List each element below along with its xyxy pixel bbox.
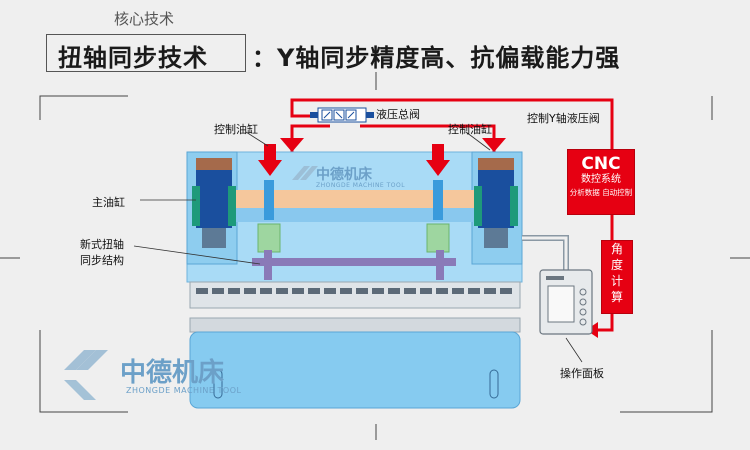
angle-char-3: 计 [610,274,623,288]
angle-char-1: 角 [610,242,623,256]
frame-corners [0,72,750,440]
angle-calculation-box: 角 度 计 算 [601,240,633,314]
main-cylinder-right [474,158,518,248]
lower-table [189,331,521,409]
brand-en-center: ZHONGDE MACHINE TOOL [316,182,406,189]
label-hydraulic-valve: 液压总阀 [376,108,420,121]
cnc-title: CNC [581,154,621,174]
brand-name-center: 中德机床 [316,167,372,183]
cnc-features: 分析数据 自动控制 [568,187,634,199]
control-cylinder-arrows [258,144,450,176]
tooling-rail [189,281,521,333]
cnc-feature-1: 分析数据 [569,188,600,197]
signal-pipe [522,235,569,272]
title-rest: ：Y轴同步精度高、抗偏载能力强 [252,44,621,72]
arrow-down-right [482,138,506,152]
label-control-cylinder-right: 控制油缸 [448,123,492,136]
label-main-cylinder: 主油缸 [92,196,125,209]
torsion-sync-structure [252,250,456,280]
label-torsion-sync-line1: 新式扭轴 [80,238,124,251]
operation-panel-device [539,269,593,335]
label-operation-panel: 操作面板 [560,367,604,380]
label-control-cylinder-left: 控制油缸 [214,123,258,136]
control-rods [257,180,450,253]
main-cylinder-left [192,158,236,248]
hydraulic-valve-block [310,107,374,123]
arrow-down-left [280,138,304,152]
section-tag: 核心技术 [106,8,183,29]
cnc-subtitle: 数控系统 [581,174,621,185]
angle-char-2: 度 [610,258,623,272]
cnc-feature-2: 自动控制 [602,188,633,197]
cnc-box: CNC 数控系统 分析数据 自动控制 [568,150,634,214]
brand-name-watermark: 中德机床 [120,358,225,388]
title-main: 扭轴同步技术 [58,44,208,72]
label-torsion-sync-line2: 同步结构 [80,254,124,267]
title-box [46,34,246,72]
angle-char-4: 算 [610,290,623,304]
brand-en-watermark: ZHONGDE MACHINE TOOL [126,386,242,395]
label-y-axis-valve: 控制Y轴液压阀 [527,112,600,125]
brand-logo-icon [64,166,318,400]
leader-lines [133,131,583,363]
